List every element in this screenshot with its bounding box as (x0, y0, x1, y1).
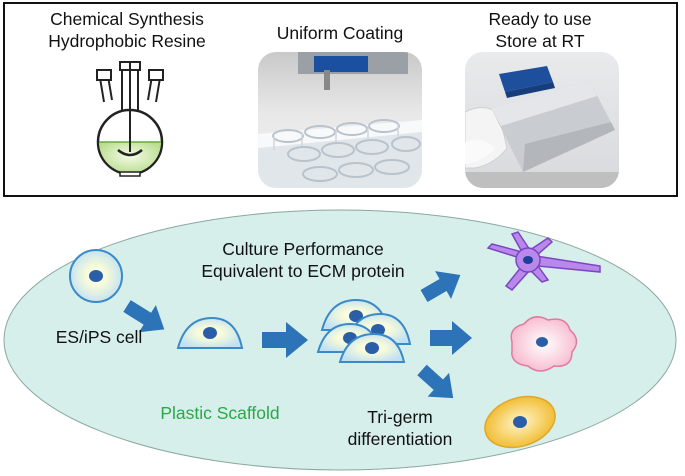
arrow-down-right-icon (123, 300, 165, 333)
scaffold-diagram (3, 209, 677, 471)
performance-line-2: Equivalent to ECM protein (201, 261, 405, 281)
coated-plate-photo (258, 52, 422, 188)
proliferating-cells-icon (316, 298, 412, 363)
packaged-product-photo (465, 52, 619, 188)
performance-line-1: Culture Performance (222, 239, 384, 259)
plastic-scaffold-label: Plastic Scaffold (160, 403, 280, 423)
es-ips-cell-label: ES/iPS cell (55, 327, 143, 347)
step-2-line-1: Uniform Coating (276, 23, 404, 43)
step-3-label: Ready to use Store at RT (460, 8, 620, 52)
differentiation-label: Tri-germ differentiation (340, 406, 460, 450)
culture-plate-icon (258, 52, 422, 188)
neuron-icon (486, 231, 601, 291)
arrow-right-icon (262, 322, 308, 358)
arrow-down-right-2-icon (417, 364, 454, 399)
differentiation-line-2: differentiation (347, 429, 453, 449)
step-3-line-1: Ready to use (488, 9, 592, 29)
sealed-pack-icon (465, 66, 619, 188)
step-1-label: Chemical Synthesis Hydrophobic Resine (12, 8, 242, 52)
reaction-flask-icon (96, 61, 164, 177)
step-1-line-2: Hydrophobic Resine (48, 31, 206, 51)
attached-cell-icon (176, 316, 244, 349)
step-1-line-1: Chemical Synthesis (50, 9, 204, 29)
performance-label: Culture Performance Equivalent to ECM pr… (178, 238, 428, 282)
step-3-line-2: Store at RT (495, 31, 585, 51)
yellow-cell-icon (484, 395, 556, 449)
arrow-up-right-icon (420, 271, 461, 303)
differentiation-line-1: Tri-germ (367, 407, 433, 427)
arrow-right-2-icon (430, 321, 472, 355)
pink-cell-icon (510, 316, 578, 372)
stem-cell-icon (69, 249, 123, 303)
step-2-label: Uniform Coating (240, 22, 440, 44)
